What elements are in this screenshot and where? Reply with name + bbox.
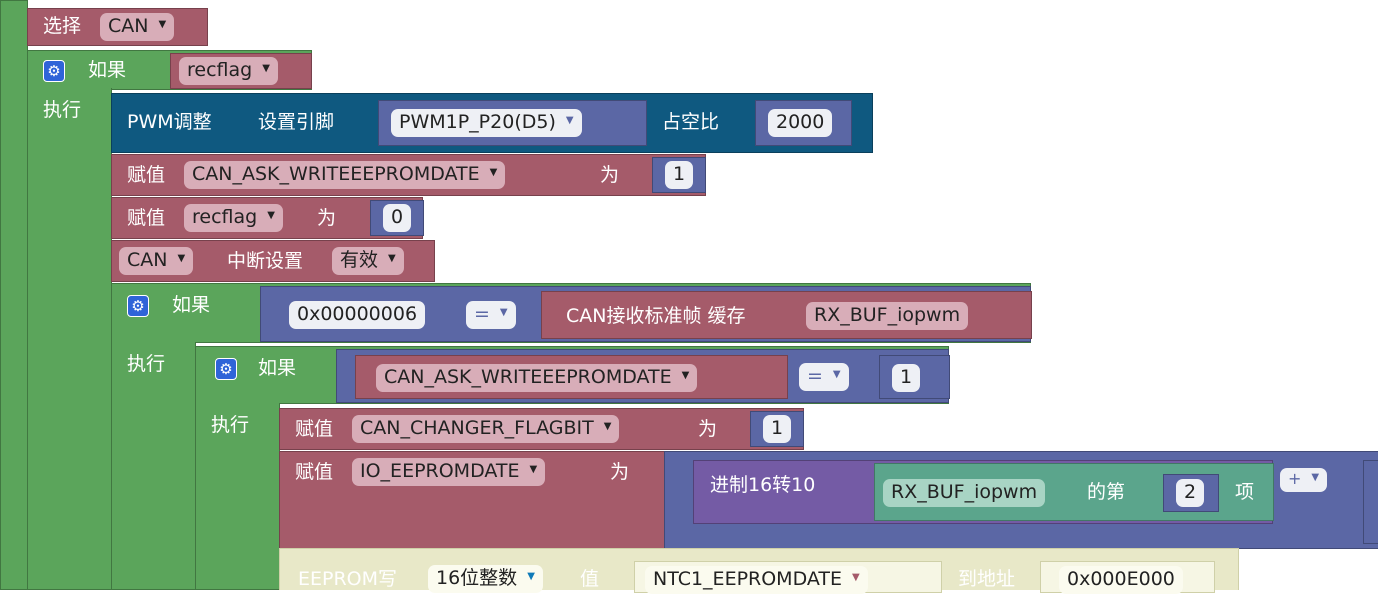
eeprom-write-block[interactable]: EEPROM写 16位整数▼ 值 NTC1_EEPROMDATE▼ 到地址 0x… [279,548,1239,594]
dropdown-arrow-icon: ▼ [529,463,538,475]
can-device-dropdown[interactable]: CAN▼ [119,247,194,275]
can-receive-label: CAN接收标准帧 缓存 [566,305,746,327]
assign4-op: 为 [610,461,630,483]
eeprom-addr-field[interactable]: 0x000E000 [1059,566,1183,594]
gear-icon[interactable]: ⚙ [127,295,149,317]
select-device-dropdown[interactable]: CAN▼ [100,13,175,41]
hex-convert-label: 进制16转10 [710,474,816,496]
pwm-pin-label: 设置引脚 [258,111,335,133]
assign1-label: 赋值 [127,164,166,186]
pwm-title: PWM调整 [127,111,212,133]
dropdown-arrow-icon: ▼ [852,571,860,583]
gear-icon[interactable]: ⚙ [215,358,237,380]
if2-op-dropdown[interactable]: =▼ [466,301,516,329]
assign3-var-dropdown[interactable]: CAN_CHANGER_FLAGBIT▼ [352,415,620,443]
assign3-block[interactable]: 赋值 CAN_CHANGER_FLAGBIT▼ 为 1 [279,408,804,450]
dropdown-arrow-icon: ▼ [267,209,275,221]
gear-icon[interactable]: ⚙ [43,60,65,82]
dropdown-arrow-icon: ▼ [681,369,690,381]
eeprom-value-dropdown[interactable]: NTC1_EEPROMDATE▼ [645,566,868,594]
can-receive-buffer-dropdown[interactable]: RX_BUF_iopwm [806,302,969,330]
select-label: 选择 [43,15,82,37]
pwm-duty-field[interactable]: 2000 [768,109,833,137]
assign3-label: 赋值 [295,418,334,440]
if2-body-rail[interactable]: 执行 [111,342,196,590]
eeprom-write-label: EEPROM写 [298,568,398,590]
if3-var-block[interactable]: CAN_ASK_WRITEEEPROMDATE▼ [355,355,788,399]
assign4-label: 赋值 [295,461,334,483]
assign4-block[interactable]: 赋值 IO_EEPROMDATE▼ 为 [279,451,665,549]
can-interrupt-block[interactable]: CAN▼ 中断设置 有效▼ [111,240,435,282]
dropdown-arrow-icon: ▼ [1311,471,1320,483]
assign1-block[interactable]: 赋值 CAN_ASK_WRITEEEPROMDATE▼ 为 1 [111,154,706,196]
assign2-value-field[interactable]: 0 [383,204,412,232]
if1-label: 如果 [88,59,127,81]
can-interrupt-state-dropdown[interactable]: 有效▼ [332,247,404,275]
list-nth-label: 的第 [1087,481,1126,503]
can-receive-block[interactable]: CAN接收标准帧 缓存 RX_BUF_iopwm [541,291,1032,339]
if3-value-block[interactable]: 1 [879,355,950,399]
math-op-dropdown[interactable]: +▼ [1280,468,1328,492]
list-var-dropdown[interactable]: RX_BUF_iopwm [883,479,1046,507]
list-item-block[interactable]: RX_BUF_iopwm 的第 2 项 [874,463,1274,521]
if3-var-dropdown[interactable]: CAN_ASK_WRITEEEPROMDATE▼ [376,364,698,392]
dropdown-arrow-icon: ▼ [832,368,841,380]
pwm-duty-block[interactable]: 2000 [755,100,852,146]
pwm-pin-dropdown[interactable]: PWM1P_P20(D5)▼ [391,109,582,137]
if2-left-field[interactable]: 0x00000006 [289,301,426,329]
pwm-duty-label: 占空比 [662,111,720,133]
select-device-block[interactable]: 选择 CAN▼ [27,8,208,46]
math-block[interactable]: 进制16转10 RX_BUF_iopwm 的第 2 项 +▼ [664,451,1378,549]
pwm-block[interactable]: PWM调整 设置引脚 PWM1P_P20(D5)▼ 占空比 2000 [111,93,873,153]
pwm-pin-block[interactable]: PWM1P_P20(D5)▼ [378,100,647,146]
assign3-value-field[interactable]: 1 [763,415,792,443]
dropdown-arrow-icon: ▼ [603,420,612,432]
if3-op-dropdown[interactable]: =▼ [799,363,849,391]
assign2-var-dropdown[interactable]: recflag▼ [184,204,283,232]
if2-label: 如果 [172,294,211,316]
eeprom-value-label: 值 [580,568,600,590]
assign4-var-dropdown[interactable]: IO_EEPROMDATE▼ [352,458,546,486]
dropdown-arrow-icon: ▼ [177,252,186,264]
dropdown-arrow-icon: ▼ [158,18,167,30]
assign3-op: 为 [698,418,718,440]
eeprom-type-dropdown[interactable]: 16位整数▼ [428,565,543,593]
if3-value-field[interactable]: 1 [892,364,921,392]
assign1-var-dropdown[interactable]: CAN_ASK_WRITEEEPROMDATE▼ [184,161,506,189]
hex-convert-block[interactable]: 进制16转10 RX_BUF_iopwm 的第 2 项 [693,460,1274,524]
if2-do-label: 执行 [127,353,166,375]
if3-compare-block[interactable]: CAN_ASK_WRITEEEPROMDATE▼ =▼ 1 [336,349,950,403]
assign2-label: 赋值 [127,207,166,229]
assign1-value-field[interactable]: 1 [665,161,694,189]
dropdown-arrow-icon: ▼ [527,570,535,582]
assign2-block[interactable]: 赋值 recflag▼ 为 0 [111,197,424,239]
if2-compare-block[interactable]: 0x00000006 =▼ CAN接收标准帧 缓存 RX_BUF_iopwm [260,286,1032,342]
if1-body-rail[interactable]: 执行 [27,88,112,590]
can-interrupt-label: 中断设置 [227,250,304,272]
assign1-op: 为 [600,164,620,186]
dropdown-arrow-icon: ▼ [262,62,270,74]
eeprom-value-slot[interactable]: NTC1_EEPROMDATE▼ [634,561,942,594]
dropdown-arrow-icon: ▼ [565,114,574,126]
list-item-label: 项 [1235,481,1255,503]
dropdown-arrow-icon: ▼ [489,166,498,178]
if1-var-dropdown[interactable]: recflag▼ [179,57,278,85]
assign1-value-block[interactable]: 1 [652,157,706,193]
if1-condition-block[interactable]: recflag▼ [170,53,312,89]
eeprom-addr-label: 到地址 [958,568,1016,590]
dropdown-arrow-icon: ▼ [388,252,396,264]
outer-block-left[interactable] [0,0,28,590]
if3-body-rail[interactable]: 执行 [195,403,280,590]
eeprom-addr-slot[interactable]: 0x000E000 [1040,561,1215,594]
assign2-value-block[interactable]: 0 [370,200,424,236]
dropdown-arrow-icon: ▼ [499,306,508,318]
list-index-block[interactable]: 2 [1163,474,1219,512]
assign3-value-block[interactable]: 1 [750,411,804,447]
list-index-field[interactable]: 2 [1176,479,1205,507]
if1-do-label: 执行 [43,99,82,121]
if3-do-label: 执行 [211,414,250,436]
if3-label: 如果 [258,357,297,379]
math-right-slot[interactable] [1363,460,1378,544]
assign2-op: 为 [317,207,337,229]
